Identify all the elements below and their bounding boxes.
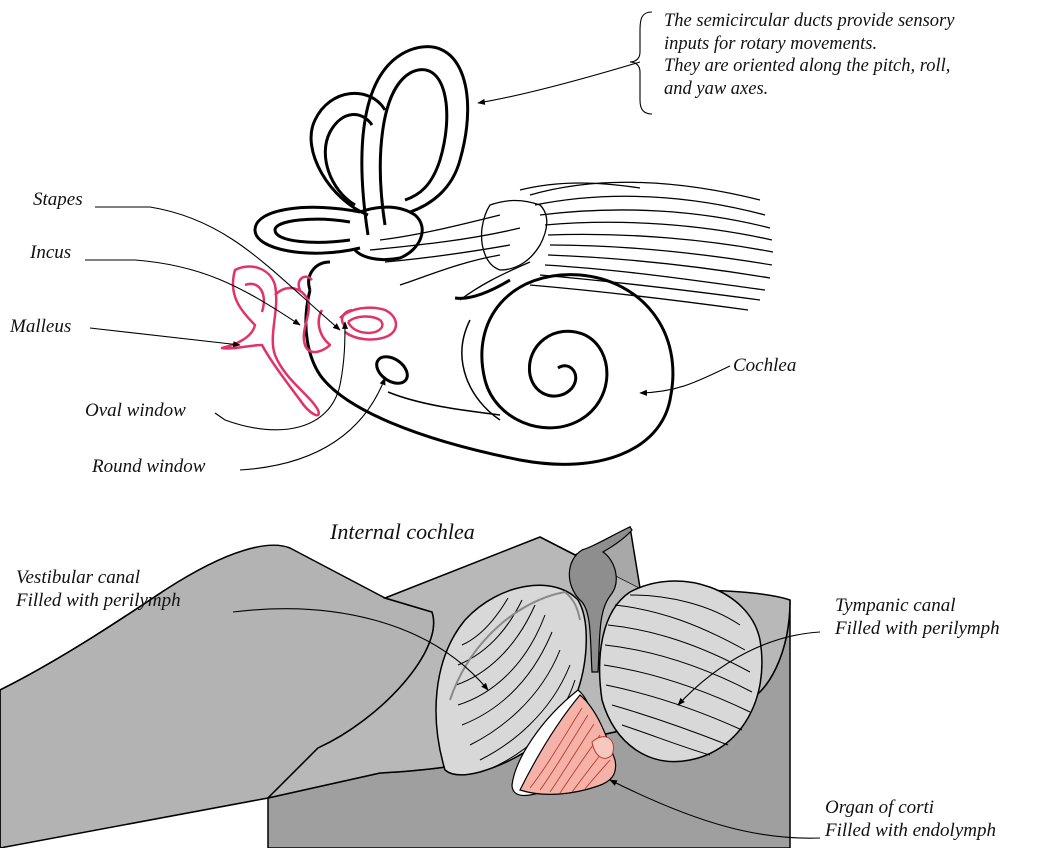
label-stapes: Stapes — [33, 188, 83, 211]
corti-line-2: Filled with endolymph — [825, 819, 996, 842]
label-vestibular-canal: Vestibular canal Filled with perilymph — [16, 566, 181, 612]
semicircular-note: The semicircular ducts provide sensory i… — [664, 10, 954, 100]
label-malleus: Malleus — [10, 315, 71, 338]
label-organ-of-corti: Organ of corti Filled with endolymph — [825, 796, 996, 842]
semicircular-ducts — [255, 47, 468, 260]
note-line-3: They are oriented along the pitch, roll, — [664, 55, 954, 78]
tympanic-line-2: Filled with perilymph — [835, 617, 1000, 640]
internal-cochlea-title: Internal cochlea — [330, 520, 475, 543]
label-oval-window: Oval window — [85, 399, 186, 422]
note-line-1: The semicircular ducts provide sensory — [664, 10, 954, 33]
round-window-shape — [372, 351, 412, 389]
label-incus: Incus — [30, 241, 71, 264]
note-brace — [630, 12, 652, 114]
note-line-2: inputs for rotary movements. — [664, 33, 954, 56]
label-tympanic-canal: Tympanic canal Filled with perilymph — [835, 594, 1000, 640]
vestibular-line-1: Vestibular canal — [16, 566, 181, 589]
label-cochlea: Cochlea — [733, 354, 796, 377]
note-line-4: and yaw axes. — [664, 78, 954, 101]
cochlea — [306, 262, 673, 464]
vestibular-line-2: Filled with perilymph — [16, 589, 181, 612]
tympanic-line-1: Tympanic canal — [835, 594, 1000, 617]
label-round-window: Round window — [92, 455, 205, 478]
corti-line-1: Organ of corti — [825, 796, 996, 819]
